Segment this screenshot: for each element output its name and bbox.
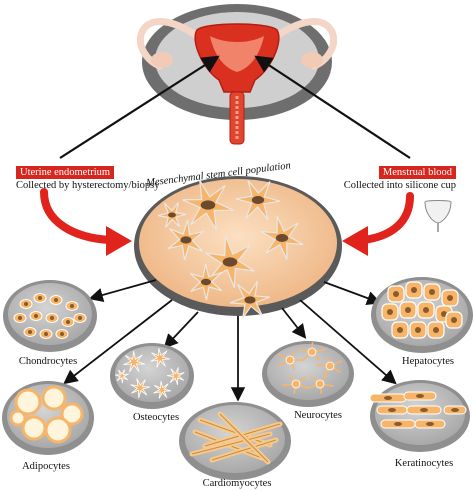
cardiomyocytes-label: Cardiomyocytes <box>202 478 272 489</box>
stem-cell-nucleus <box>200 278 212 286</box>
arrow-to-menstrual-blood <box>254 55 411 159</box>
osteocytes-dish <box>110 343 194 409</box>
keratinocyte-nucleus <box>384 396 392 400</box>
hepatocyte-nucleus <box>393 291 399 297</box>
hepatocytes-dish <box>371 277 473 353</box>
neurocyte <box>291 379 301 389</box>
neurocyte <box>307 347 317 357</box>
chondrocyte-nucleus <box>38 296 42 300</box>
osteocyte <box>123 350 145 373</box>
osteocytes-label: Osteocytes <box>132 412 180 423</box>
chondrocyte-nucleus <box>24 302 28 306</box>
stem-cells <box>157 179 304 319</box>
hepatocyte-nucleus <box>397 327 403 333</box>
curved-arrow-right <box>342 192 414 256</box>
arrow-to-endometrium <box>59 55 220 159</box>
neurocytes-dish <box>262 341 354 407</box>
chondrocyte-nucleus <box>28 330 32 334</box>
keratinocyte-nucleus <box>388 408 396 412</box>
chondrocyte-nucleus <box>44 332 48 336</box>
neurocyte <box>315 379 325 389</box>
uterine-endometrium-caption: Collected by hysterectomy/biopsy <box>16 180 160 191</box>
hepatocyte-nucleus <box>415 327 421 333</box>
stem-cell-nucleus <box>244 296 256 304</box>
chondrocyte-nucleus <box>66 320 70 324</box>
chondrocyte-nucleus <box>70 304 74 308</box>
hepatocyte-nucleus <box>447 295 453 301</box>
adipocyte <box>9 409 27 427</box>
differentiation-arrows <box>63 279 397 402</box>
stem-cell-nucleus <box>222 257 238 267</box>
menstrual-blood-caption: Collected into silicone cup <box>343 180 456 191</box>
keratinocyte-nucleus <box>394 422 402 426</box>
hepatocyte-nucleus <box>411 287 417 293</box>
keratinocyte-nucleus <box>416 394 424 398</box>
osteocyte <box>114 369 129 384</box>
neurocyte <box>325 361 335 371</box>
stem-cell-nucleus <box>251 196 265 204</box>
keratinocytes-dish <box>369 380 470 452</box>
adipocytes-label: Adipocytes <box>22 461 70 472</box>
silicone-cup-icon <box>424 200 452 232</box>
center-disc <box>134 176 342 316</box>
adipocyte <box>60 402 84 426</box>
chondrocyte-nucleus <box>18 316 22 320</box>
keratinocyte-nucleus <box>451 408 459 412</box>
hepatocyte-nucleus <box>387 309 393 315</box>
hepatocyte-nucleus <box>451 317 457 323</box>
cardiomyocytes-dish <box>179 402 291 480</box>
hepatocytes-label: Hepatocytes <box>402 356 454 367</box>
chondrocyte-nucleus <box>78 316 82 320</box>
chondrocytes-dish <box>3 280 97 352</box>
stem-cell-nucleus <box>168 212 176 218</box>
chondrocyte-nucleus <box>54 298 58 302</box>
stem-cell-nucleus <box>180 236 192 244</box>
keratinocyte-nucleus <box>420 408 428 412</box>
hepatocyte-nucleus <box>441 311 447 317</box>
cardiomyocyte-striation <box>219 413 269 463</box>
osteocyte <box>150 347 171 368</box>
adipocyte <box>21 415 47 441</box>
osteocyte <box>130 378 151 399</box>
adipocytes-dish <box>2 381 94 455</box>
cardiomyocyte-striation <box>191 433 271 455</box>
hepatocyte-nucleus <box>429 289 435 295</box>
neurocytes-label: Neurocytes <box>294 410 342 421</box>
adipocyte <box>41 385 67 411</box>
menstrual-blood-tag: Menstrual blood <box>378 166 456 179</box>
osteocyte <box>166 367 185 386</box>
adipocyte <box>14 388 42 416</box>
uterine-endometrium-tag: Uterine endometrium <box>16 166 115 179</box>
keratinocytes-label: Keratinocytes <box>394 458 454 469</box>
chondrocytes-label: Chondrocytes <box>18 356 78 367</box>
chondrocyte-nucleus <box>60 332 64 336</box>
hepatocyte-nucleus <box>405 307 411 313</box>
keratinocyte-nucleus <box>426 422 434 426</box>
stem-cell-nucleus <box>200 200 216 210</box>
neurocyte <box>285 355 295 365</box>
chondrocyte-nucleus <box>34 314 38 318</box>
curved-arrow-left <box>40 188 132 256</box>
hepatocyte-nucleus <box>433 327 439 333</box>
osteocyte <box>153 380 172 399</box>
cardiomyocyte-striation <box>211 439 277 461</box>
hepatocyte-nucleus <box>423 307 429 313</box>
stem-cell-nucleus <box>275 234 289 242</box>
adipocyte <box>44 416 72 444</box>
chondrocyte-nucleus <box>50 316 54 320</box>
